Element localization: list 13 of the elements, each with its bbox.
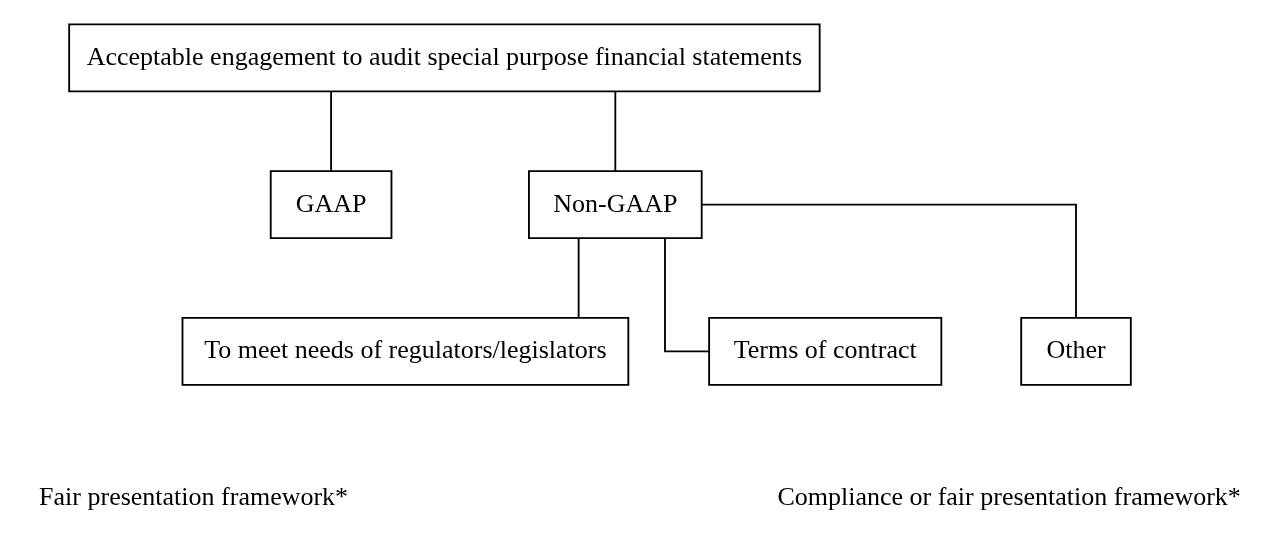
- connector: [330, 90, 332, 172]
- node-box: GAAP: [269, 170, 393, 239]
- connector: [577, 237, 580, 319]
- node-box: To meet needs of regulators/legislators: [181, 317, 630, 386]
- node-box: Acceptable engagement to audit special purpose financial statements: [68, 23, 821, 93]
- label: Fair presentation framework*: [39, 482, 349, 511]
- node-box: Other: [1020, 317, 1132, 386]
- label: Compliance or fair presentation framework*: [777, 482, 1241, 511]
- connector: [664, 237, 710, 353]
- node-box: Non-GAAP: [528, 170, 703, 239]
- connector: [701, 203, 1077, 319]
- node-box: Terms of contract: [708, 317, 943, 386]
- connector: [614, 90, 617, 172]
